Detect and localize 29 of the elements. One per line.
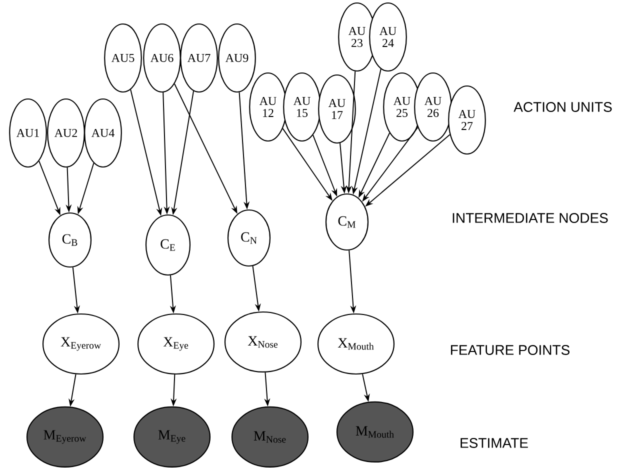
- estimate-node: M$_{Nose}$: [231, 406, 309, 468]
- action-unit-node: AU2: [47, 98, 85, 168]
- level-label: FEATURE POINTS: [451, 345, 570, 355]
- action-unit-node: AU6: [143, 23, 181, 93]
- level-label: ACTION UNITS: [514, 102, 612, 112]
- action-unit-node: AU 15: [283, 72, 321, 142]
- level-label: INTERMEDIATE NODES: [452, 213, 608, 223]
- intermediate-node: C$_{N}$: [227, 209, 271, 267]
- action-unit-node: AU 24: [369, 2, 407, 72]
- action-unit-node: AU4: [84, 98, 122, 168]
- action-unit-node: AU 27: [448, 85, 486, 155]
- feature-point-node: X$_{Nose}$: [224, 311, 302, 373]
- action-unit-node: AU9: [218, 23, 256, 93]
- intermediate-node: C$_{B}$: [48, 212, 92, 268]
- estimate-node: M$_{Mouth}$: [336, 401, 414, 463]
- action-unit-node: AU 12: [249, 72, 287, 142]
- intermediate-node: C$_{M}$: [325, 193, 369, 251]
- feature-point-node: X$_{Eye}$: [137, 313, 215, 375]
- action-unit-node: AU1: [9, 98, 47, 168]
- estimate-node: M$_{Eyerow}$: [26, 406, 104, 468]
- feature-point-node: X$_{Eyerow}$: [42, 313, 120, 375]
- action-unit-node: AU7: [180, 23, 218, 93]
- action-unit-node: AU5: [104, 23, 142, 93]
- action-unit-node: AU 26: [414, 72, 452, 142]
- level-label: ESTIMATE: [460, 438, 528, 448]
- action-unit-node: AU 17: [318, 74, 356, 144]
- feature-point-node: X$_{Mouth}$: [317, 313, 395, 375]
- estimate-node: M$_{Eye}$: [133, 406, 211, 468]
- intermediate-node: C$_{E}$: [145, 214, 191, 276]
